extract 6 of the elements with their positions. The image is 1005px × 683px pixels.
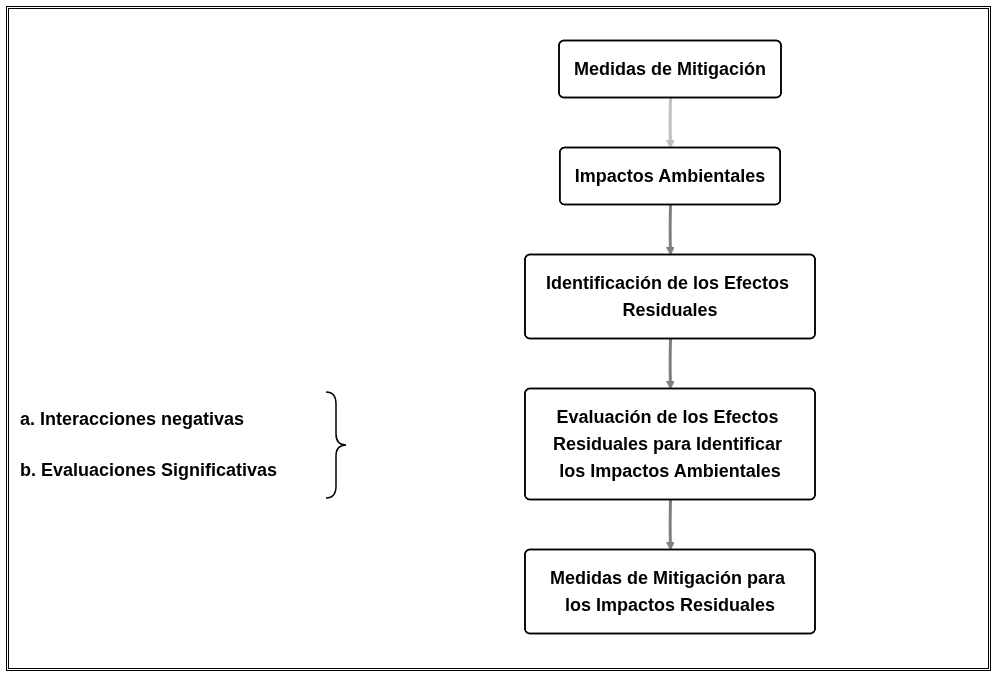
- list-item: a. Interacciones negativas: [20, 409, 246, 430]
- arrow: [665, 97, 675, 149]
- arrow: [665, 499, 675, 551]
- arrow: [665, 204, 675, 256]
- arrow: [665, 338, 675, 390]
- list-item: b. Evaluaciones Significativas: [20, 460, 279, 481]
